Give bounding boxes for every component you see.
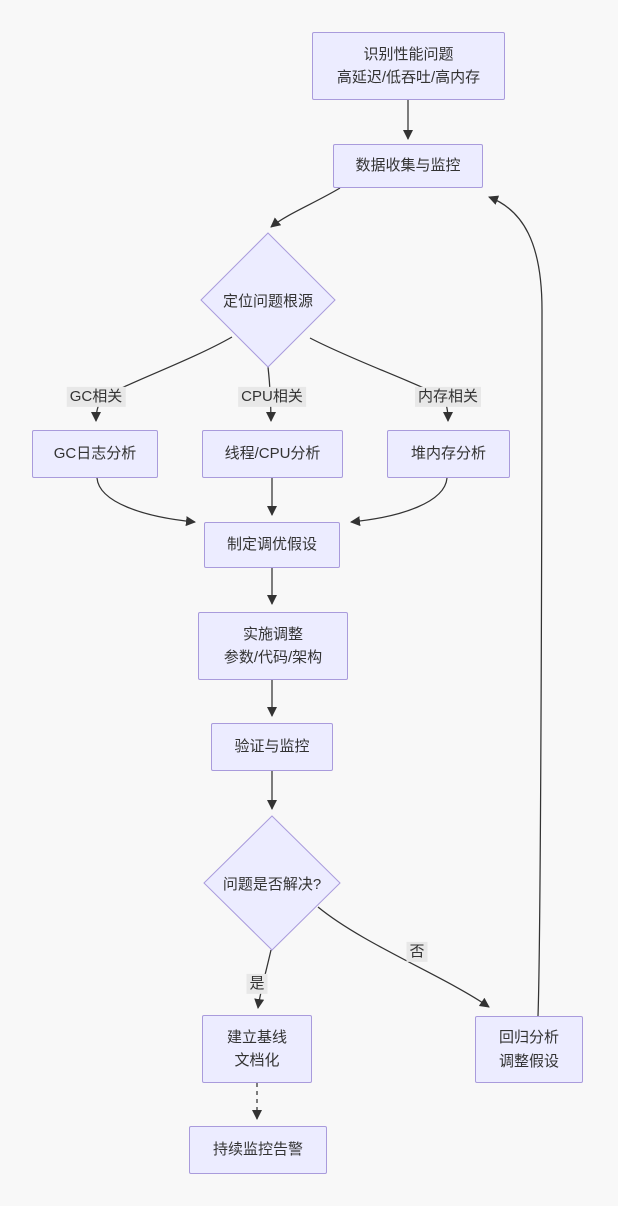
node-verify-monitor: 验证与监控 — [211, 723, 333, 771]
edge-collect-to-locate — [270, 187, 341, 228]
node-establish-baseline: 建立基线 文档化 — [202, 1015, 312, 1083]
node-implement-adjustment: 实施调整 参数/代码/架构 — [198, 612, 348, 680]
node-thread-cpu-analysis: 线程/CPU分析 — [202, 430, 343, 478]
diamond-solved-shape — [203, 815, 341, 951]
edge-locate-to-heap — [309, 337, 453, 422]
diamond-locate-label: 定位问题根源 — [222, 292, 313, 310]
edge-label-no: 否 — [406, 941, 428, 963]
node-regression-analysis: 回归分析 调整假设 — [475, 1016, 583, 1083]
edge-label-memory-related: 内存相关 — [414, 386, 482, 408]
edge-locate-to-gc — [91, 336, 233, 422]
diamond-locate-shape — [200, 232, 336, 368]
edge-solved-to-regression — [317, 906, 490, 1008]
edge-gc-to-hypothesis — [96, 477, 196, 527]
node-heap-memory-analysis: 堆内存分析 — [387, 430, 510, 478]
edge-regression-to-collect — [488, 195, 543, 1017]
node-continuous-monitoring: 持续监控告警 — [189, 1126, 327, 1174]
edge-heap-to-hypothesis — [350, 477, 448, 527]
diamond-solved-label: 问题是否解决? — [222, 875, 322, 893]
node-data-collection: 数据收集与监控 — [333, 144, 483, 188]
node-tuning-hypothesis: 制定调优假设 — [204, 522, 340, 568]
edge-label-cpu-related: CPU相关 — [238, 386, 306, 408]
edge-label-gc-related: GC相关 — [66, 386, 126, 408]
node-identify-problem: 识别性能问题 高延迟/低吞吐/高内存 — [312, 32, 505, 100]
edge-label-yes: 是 — [246, 973, 268, 995]
node-gc-log-analysis: GC日志分析 — [32, 430, 158, 478]
